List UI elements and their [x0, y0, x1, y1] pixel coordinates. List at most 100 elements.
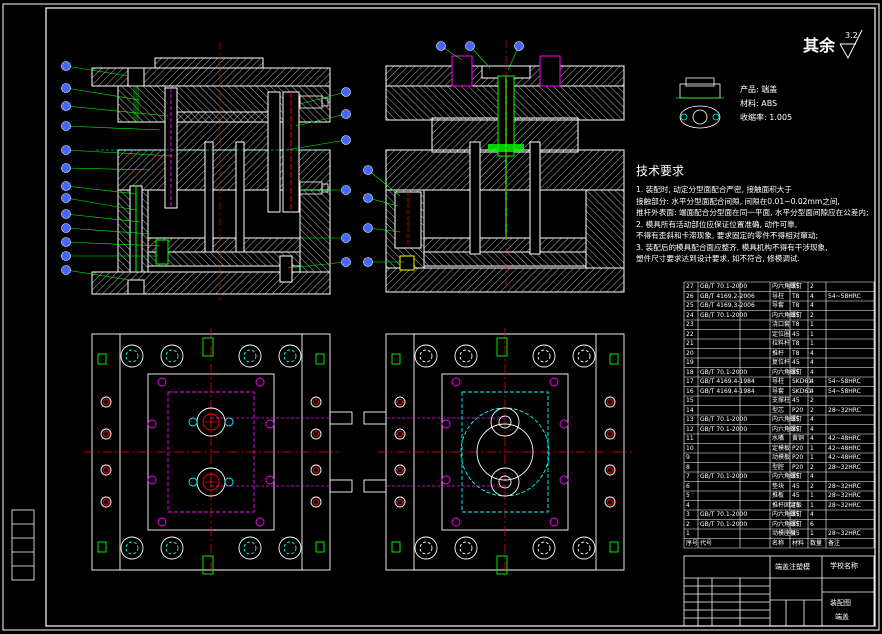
- bom-cell: SKD61: [792, 378, 812, 385]
- part-balloon: [341, 233, 351, 243]
- bom-cell: 1: [810, 501, 814, 509]
- bom-cell: GB/T 4169.3-2006: [700, 302, 755, 309]
- bom-cell: 25: [686, 302, 694, 309]
- bom-cell: 23: [686, 321, 694, 328]
- technical-requirement-line: 3. 装配后的模具配合面应整齐, 模具机构不得有干涉现象,: [636, 242, 828, 252]
- bom-cell: 1: [810, 530, 814, 537]
- leader-line: [65, 185, 137, 195]
- bom-cell: 54~58HRC: [828, 387, 861, 395]
- bom-cell: 2: [810, 311, 814, 319]
- bom-cell: 定位圈: [772, 330, 791, 338]
- bom-cell: 45: [792, 530, 800, 537]
- bom-cell: 备注: [828, 539, 841, 547]
- bom-cell: 1: [810, 330, 814, 338]
- bom-cell: 35: [792, 520, 800, 528]
- bom-cell: GB/T 4169.4-1984: [700, 387, 755, 395]
- bom-cell: 42~48HRC: [828, 435, 861, 442]
- bom-cell: 4: [686, 501, 690, 509]
- part-balloon: [61, 61, 71, 71]
- bom-cell: 4: [810, 292, 814, 300]
- bom-cell: T8: [792, 340, 800, 347]
- leader-line: [469, 45, 491, 69]
- bom-cell: 4: [810, 387, 814, 395]
- bom-cell: 6: [686, 482, 690, 490]
- bom-cell: 型芯: [772, 406, 785, 414]
- bom-cell: 复位杆: [772, 359, 791, 366]
- bottom-clamp-plate: [91, 271, 331, 295]
- bom-cell: 18: [686, 368, 694, 376]
- bom-cell: 16: [686, 387, 694, 395]
- title-block-grid: [683, 555, 875, 627]
- part-balloon: [341, 185, 351, 195]
- bom-cell: 42~48HRC: [828, 444, 861, 452]
- bom-cell: 内六角螺钉: [772, 473, 803, 480]
- bom-cell: 28~32HRC: [828, 463, 861, 471]
- leader-line: [65, 87, 141, 101]
- bom-cell: 动模板: [772, 454, 791, 461]
- bom-cell: 内六角螺钉: [772, 416, 803, 423]
- bom-cell: 1: [810, 444, 814, 452]
- part-balloon: [514, 41, 524, 51]
- part-balloon: [61, 181, 71, 191]
- product-sketch: [676, 77, 724, 129]
- bom-cell: 11: [686, 435, 694, 442]
- bom-cell: 垫块: [772, 482, 785, 490]
- part-balloon: [61, 145, 71, 155]
- bom-cell: 型腔: [772, 463, 785, 471]
- bom-cell: 4: [810, 302, 814, 309]
- bom-cell: P20: [792, 444, 804, 452]
- bom-cell: T8: [792, 302, 800, 309]
- drawing-title: 装配图: [830, 599, 851, 607]
- bom-cell: 13: [686, 416, 694, 423]
- leader-line: [367, 169, 401, 197]
- part-balloons-right: [363, 41, 524, 267]
- bom-cell: 17: [686, 378, 694, 385]
- bom-cell: 序号: [686, 539, 699, 547]
- bom-cell: 2: [810, 463, 814, 471]
- part-balloon: [61, 209, 71, 219]
- bom-cell: 推板: [772, 492, 785, 499]
- bom-cell: 28~32HRC: [828, 482, 861, 490]
- bom-cell: 26: [686, 292, 694, 300]
- bom-cell: 20: [686, 349, 694, 357]
- bom-cell: 内六角螺钉: [772, 368, 803, 376]
- bom-cell: 4: [810, 473, 814, 480]
- bom-cell: P20: [792, 463, 804, 471]
- leader-line: [299, 91, 347, 105]
- leader-line: [367, 197, 399, 207]
- bom-cell: 黄铜: [792, 435, 805, 442]
- bom-cell: 7: [686, 473, 690, 480]
- part-balloon: [341, 109, 351, 119]
- bom-cell: 4: [810, 416, 814, 423]
- drawing-frame: [2, 3, 880, 631]
- bom-cell: GB/T 70.1-2000: [700, 473, 748, 480]
- bom-cell: P20: [792, 454, 804, 461]
- bom-cell: 导套: [772, 302, 785, 309]
- bom-cell: SKD61: [792, 387, 812, 395]
- bom-cell: 35: [792, 283, 800, 290]
- inner-frame: [45, 7, 876, 627]
- bom-cell: 1: [810, 340, 814, 347]
- bom-cell: 内六角螺钉: [772, 283, 803, 290]
- product-material: 材料: ABS: [740, 99, 778, 108]
- bom-cell: T8: [792, 321, 800, 328]
- leader-line: [295, 113, 347, 127]
- leader-line: [65, 167, 151, 171]
- bom-cell: 6: [810, 520, 814, 528]
- part-balloon: [465, 41, 475, 51]
- bom-cell: 2: [686, 520, 690, 528]
- technical-requirement-line: 推杆外表面: 端面配合分型面在同一平面, 水平分型面间隙应在公差内;: [636, 208, 869, 217]
- technical-requirement-line: 1. 装配时, 动定分型面配合严密, 接触面积大于: [636, 185, 792, 194]
- bom-cell: 12: [686, 425, 694, 433]
- leader-line: [65, 105, 169, 117]
- bom-cell: 1: [810, 321, 814, 328]
- leader-line: [65, 241, 161, 247]
- part-balloon: [61, 83, 71, 93]
- bom-cell: 54~58HRC: [828, 378, 861, 385]
- bom-cell: 21: [686, 340, 694, 347]
- bom-cell: 35: [792, 416, 800, 423]
- bom-cell: 19: [686, 359, 694, 366]
- bom-cell: 35: [792, 473, 800, 480]
- bom-cell: 4: [810, 378, 814, 385]
- leader-line: [65, 125, 161, 131]
